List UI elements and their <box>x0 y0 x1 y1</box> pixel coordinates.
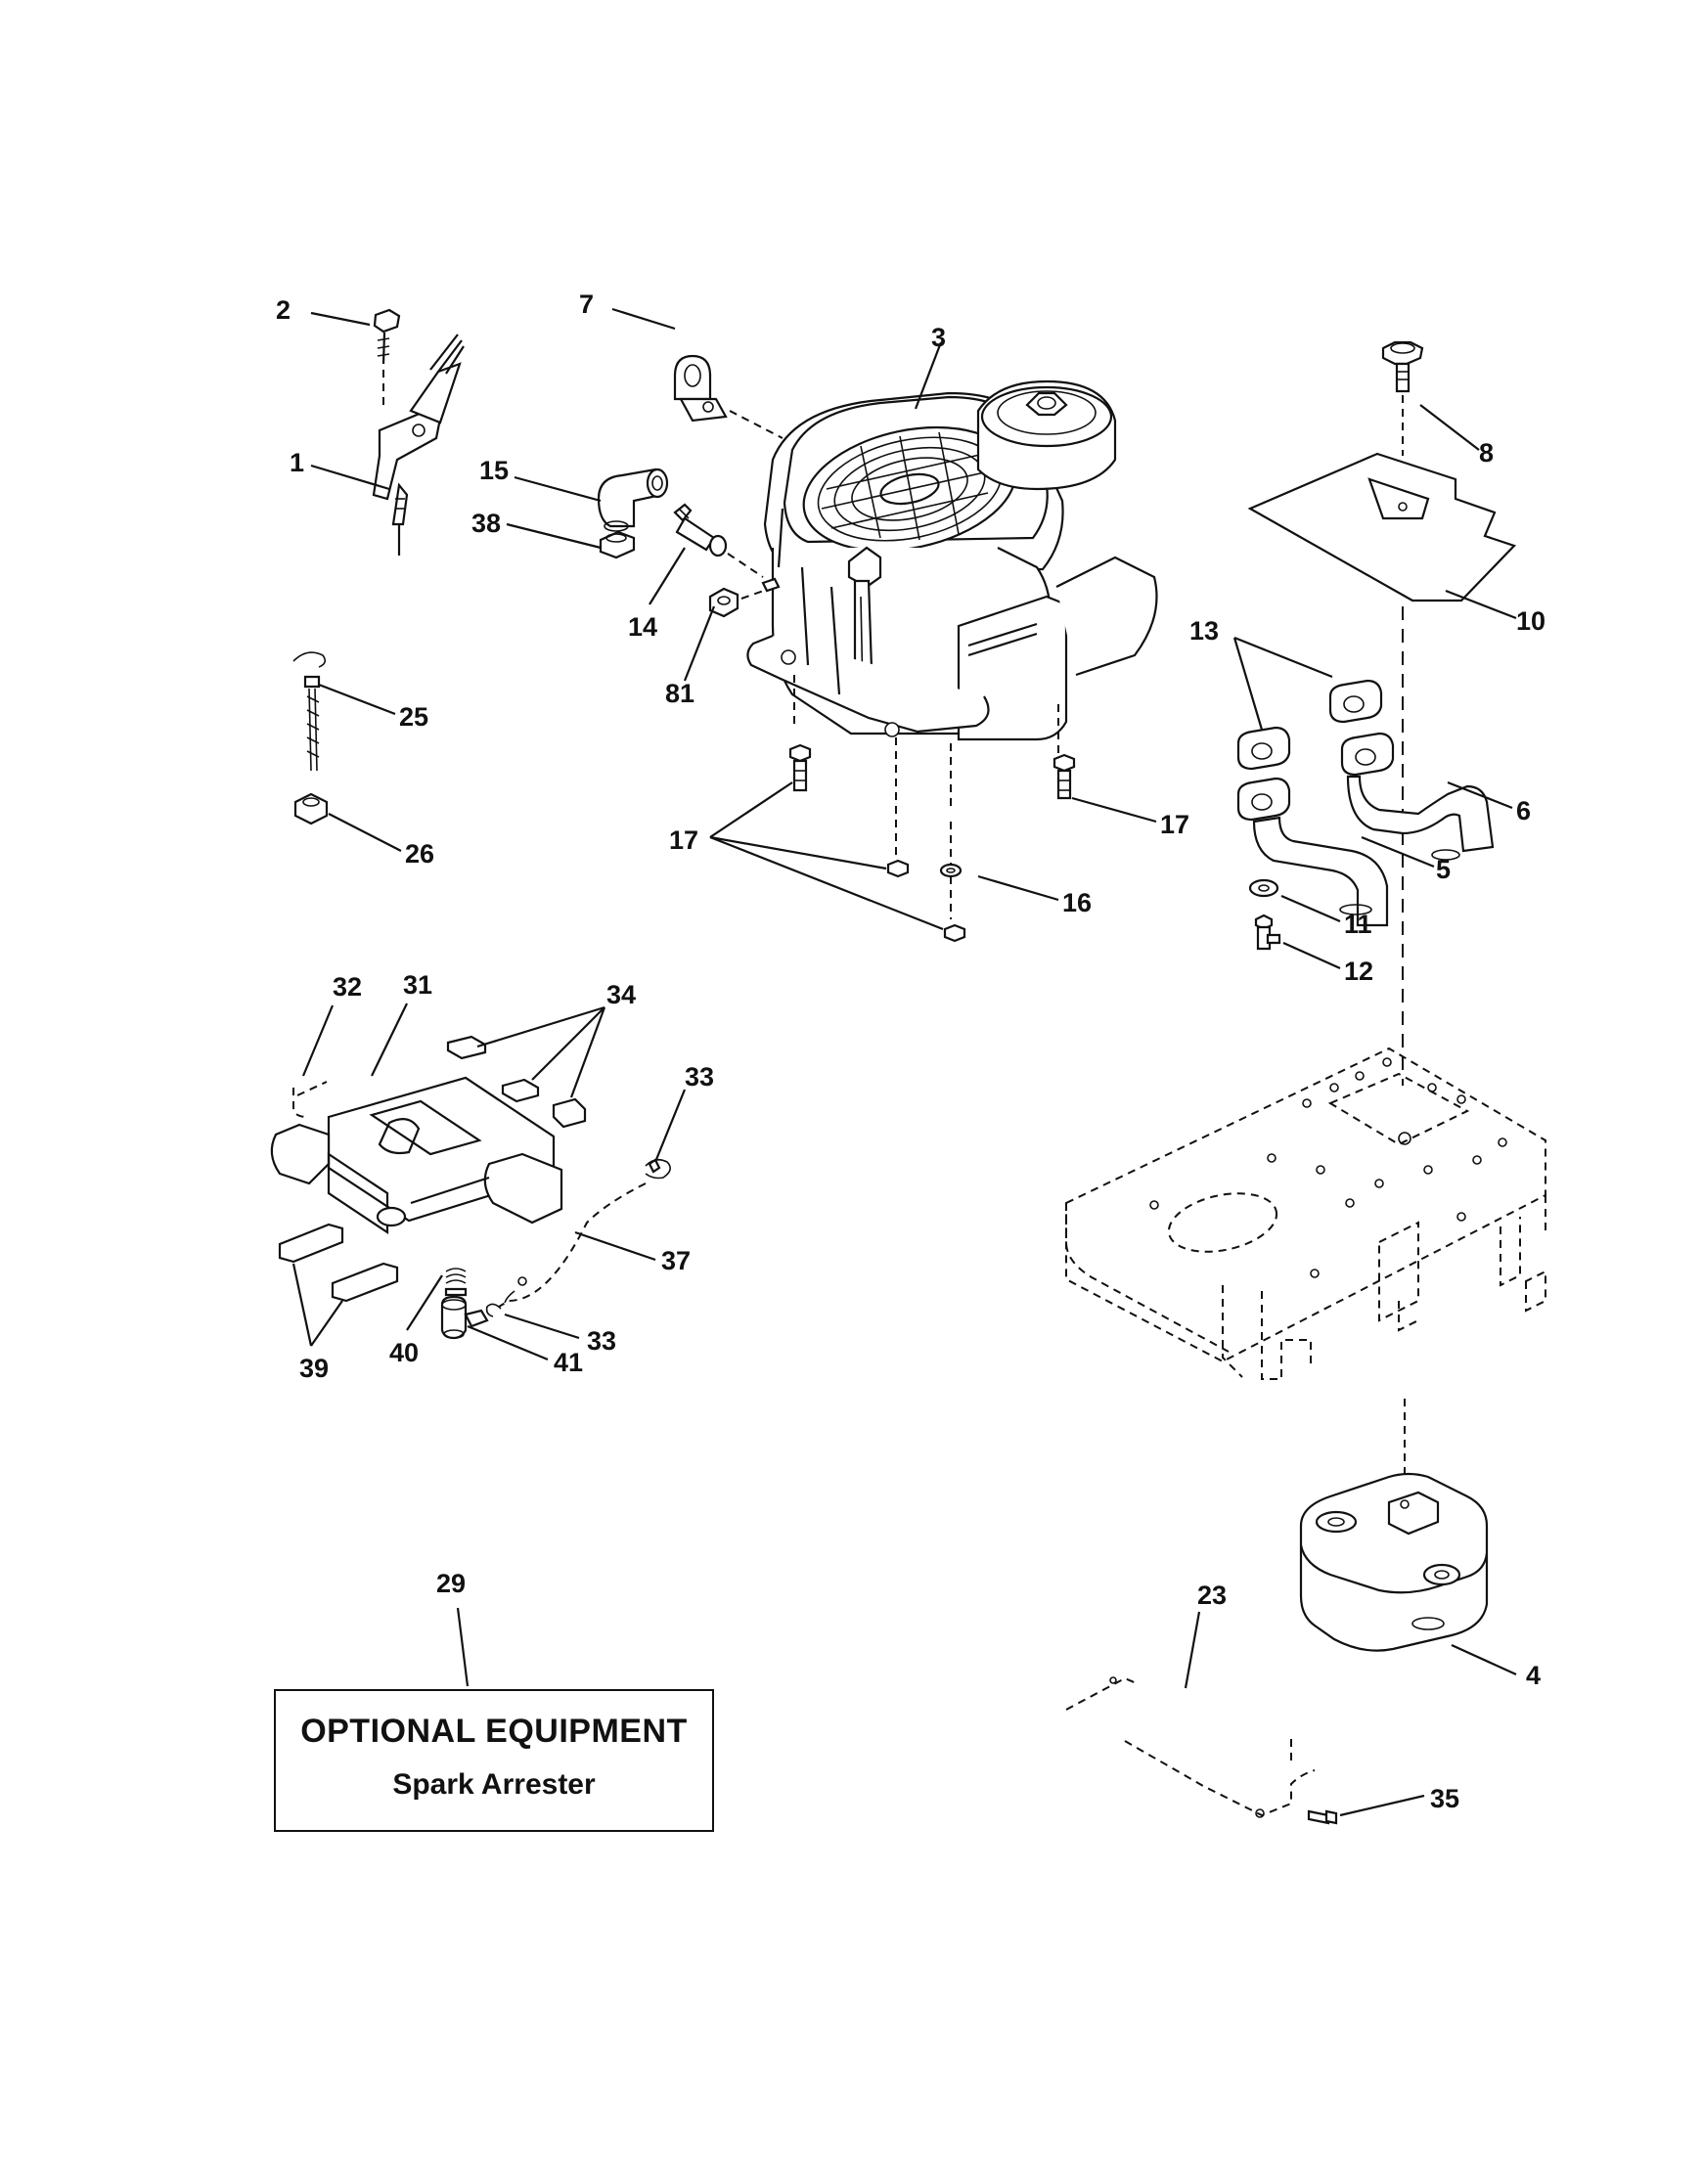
oil-drain-fittings <box>597 468 781 618</box>
cap-part-38 <box>599 530 636 559</box>
chassis-holes <box>1149 1057 1507 1278</box>
callout-16: 16 <box>1062 888 1092 917</box>
exhaust-assembly <box>1236 679 1495 951</box>
callout-3: 3 <box>931 323 946 352</box>
callout-13: 13 <box>1189 616 1219 646</box>
spring-part-40 <box>444 1268 468 1297</box>
tube-part-37 <box>498 1182 647 1308</box>
fitting-part-14 <box>673 503 764 578</box>
exhaust-pipe-part-6 <box>1340 732 1495 861</box>
bolt-part-12 <box>1254 914 1281 951</box>
optional-equipment-box: OPTIONAL EQUIPMENT Spark Arrester <box>274 1689 714 1832</box>
callout-12: 12 <box>1344 957 1373 986</box>
engine-base-assembly <box>270 1035 671 1340</box>
callout-32: 32 <box>333 972 362 1002</box>
clip-part-33-lower <box>485 1276 527 1317</box>
screw-part-35 <box>1307 1809 1338 1825</box>
callout-10: 10 <box>1516 606 1545 636</box>
leader-lines <box>291 307 1517 1817</box>
throttle-control-assembly <box>372 308 465 556</box>
throttle-control-part-1 <box>372 334 465 556</box>
bolt-part-2 <box>373 308 401 411</box>
callout-11: 11 <box>1344 910 1372 939</box>
exhaust-pipe-part-5 <box>1236 777 1389 927</box>
callout-40: 40 <box>389 1338 419 1367</box>
callout-37: 37 <box>661 1246 691 1275</box>
callout-1: 1 <box>290 448 304 477</box>
bumper-part-39 <box>278 1223 399 1303</box>
callout-labels: 2 1 7 3 8 15 38 14 81 10 13 6 5 11 12 25… <box>276 290 1545 1813</box>
elbow-part-15 <box>597 468 669 532</box>
callout-4: 4 <box>1526 1661 1541 1690</box>
pad-part-34 <box>446 1035 587 1129</box>
washer-part-16 <box>939 863 963 878</box>
callout-41: 41 <box>554 1348 583 1377</box>
engine-part-3 <box>746 379 1158 919</box>
callout-34: 34 <box>606 980 636 1009</box>
clamp-part-7 <box>673 354 784 439</box>
callout-81: 81 <box>665 679 694 708</box>
engine-grille <box>817 431 1003 542</box>
callout-17-left: 17 <box>669 825 698 855</box>
callout-6: 6 <box>1516 796 1531 825</box>
callout-35: 35 <box>1430 1784 1459 1813</box>
callout-26: 26 <box>405 839 434 869</box>
deflector-part-23 <box>1065 1676 1316 1818</box>
callout-31: 31 <box>403 970 432 1000</box>
screw-part-8 <box>1381 340 1424 456</box>
callout-38: 38 <box>471 509 501 538</box>
nut-part-26 <box>293 792 329 825</box>
callout-8: 8 <box>1479 438 1494 468</box>
callout-5: 5 <box>1436 855 1451 884</box>
callout-25: 25 <box>399 702 428 732</box>
callout-14: 14 <box>628 612 657 642</box>
spark-arrester-label: Spark Arrester <box>392 1768 596 1801</box>
callout-39: 39 <box>299 1354 329 1383</box>
callout-17-right: 17 <box>1160 810 1189 839</box>
callout-33-lower: 33 <box>587 1326 616 1356</box>
mounting-bolts-part-17 <box>788 743 1076 943</box>
callout-2: 2 <box>276 295 291 325</box>
nut-part-81 <box>708 577 781 618</box>
chassis-frame <box>1065 1047 1546 1380</box>
callout-15: 15 <box>479 456 509 485</box>
callout-23: 23 <box>1197 1581 1227 1610</box>
valve-part-41 <box>440 1295 489 1340</box>
callout-29: 29 <box>436 1569 466 1598</box>
washer-part-11 <box>1248 878 1279 898</box>
clip-part-33-upper <box>645 1158 671 1180</box>
callout-33-upper: 33 <box>685 1062 714 1092</box>
callout-7: 7 <box>579 290 594 319</box>
base-plate-part-31 <box>270 1076 563 1235</box>
muffler-part-4 <box>1299 1399 1489 1652</box>
pin-part-25 <box>292 651 327 772</box>
heat-shield-part-10 <box>1247 452 1517 1086</box>
optional-equipment-title: OPTIONAL EQUIPMENT <box>300 1713 688 1750</box>
gasket-part-13 <box>1236 679 1383 771</box>
